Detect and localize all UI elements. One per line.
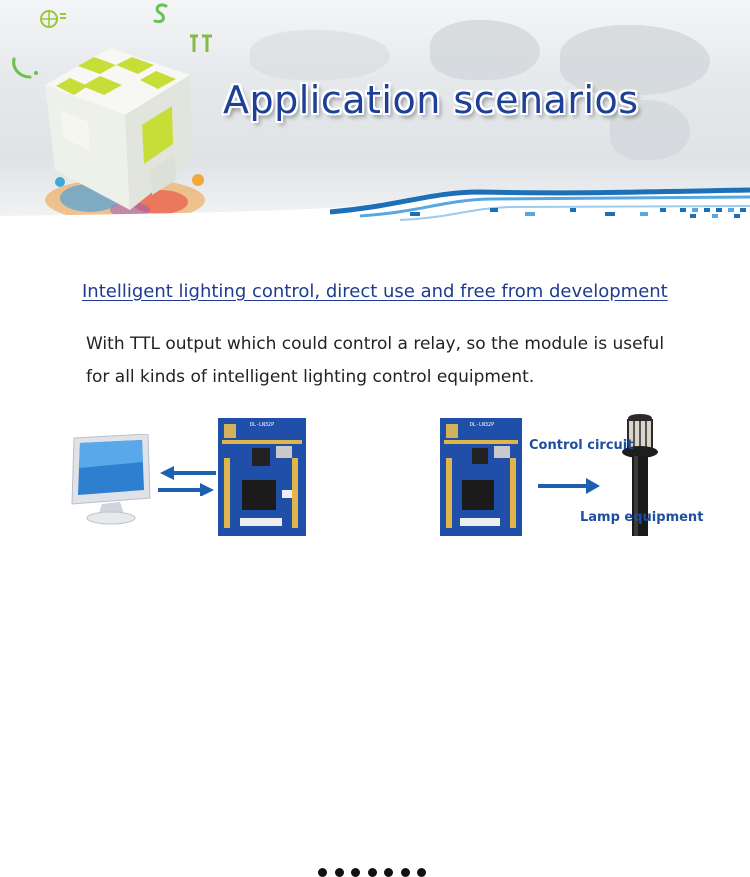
dot xyxy=(318,868,327,877)
module-1-silkscreen: DL-LN32P xyxy=(250,422,275,428)
description-line-2: for all kinds of intelligent lighting co… xyxy=(86,367,535,387)
world-map-decoration xyxy=(610,100,690,160)
dot xyxy=(384,868,393,877)
world-map-decoration xyxy=(250,30,390,80)
s-doodle-icon xyxy=(153,3,168,24)
globe-doodle-icon xyxy=(40,10,66,28)
control-circuit-label: Control circuit xyxy=(529,438,634,453)
world-map-decoration xyxy=(430,20,540,80)
ellipsis-dots-icon xyxy=(318,868,426,877)
dot xyxy=(367,868,377,877)
dot xyxy=(400,868,410,877)
description-line-1: With TTL output which could control a re… xyxy=(86,334,665,354)
page-title: Application scenarios xyxy=(223,78,639,122)
world-map-decoration xyxy=(560,25,710,95)
cube-logo-icon xyxy=(45,48,205,222)
header-banner: Application scenarios xyxy=(0,0,750,225)
zigbee-module-icon xyxy=(440,418,522,536)
wave-decoration xyxy=(0,187,750,225)
computer-monitor-icon xyxy=(71,434,151,525)
section-headline: Intelligent lighting control, direct use… xyxy=(82,281,668,302)
lamp-equipment-label: Lamp equipment xyxy=(580,510,704,525)
dot xyxy=(351,868,360,877)
phone-doodle-icon xyxy=(12,57,38,79)
dot xyxy=(334,868,344,877)
garden-lamp-icon xyxy=(622,414,658,536)
right-arrow-icon xyxy=(538,478,600,494)
lighting-control-diagram: DL-LN32P DL-LN32P Control circuit xyxy=(0,410,750,877)
dot xyxy=(417,868,426,877)
module-2-silkscreen: DL-LN32P xyxy=(470,422,495,428)
tools-doodle-icon xyxy=(190,34,212,52)
zigbee-module-icon xyxy=(218,418,306,536)
bidirectional-arrows-icon xyxy=(158,466,216,496)
